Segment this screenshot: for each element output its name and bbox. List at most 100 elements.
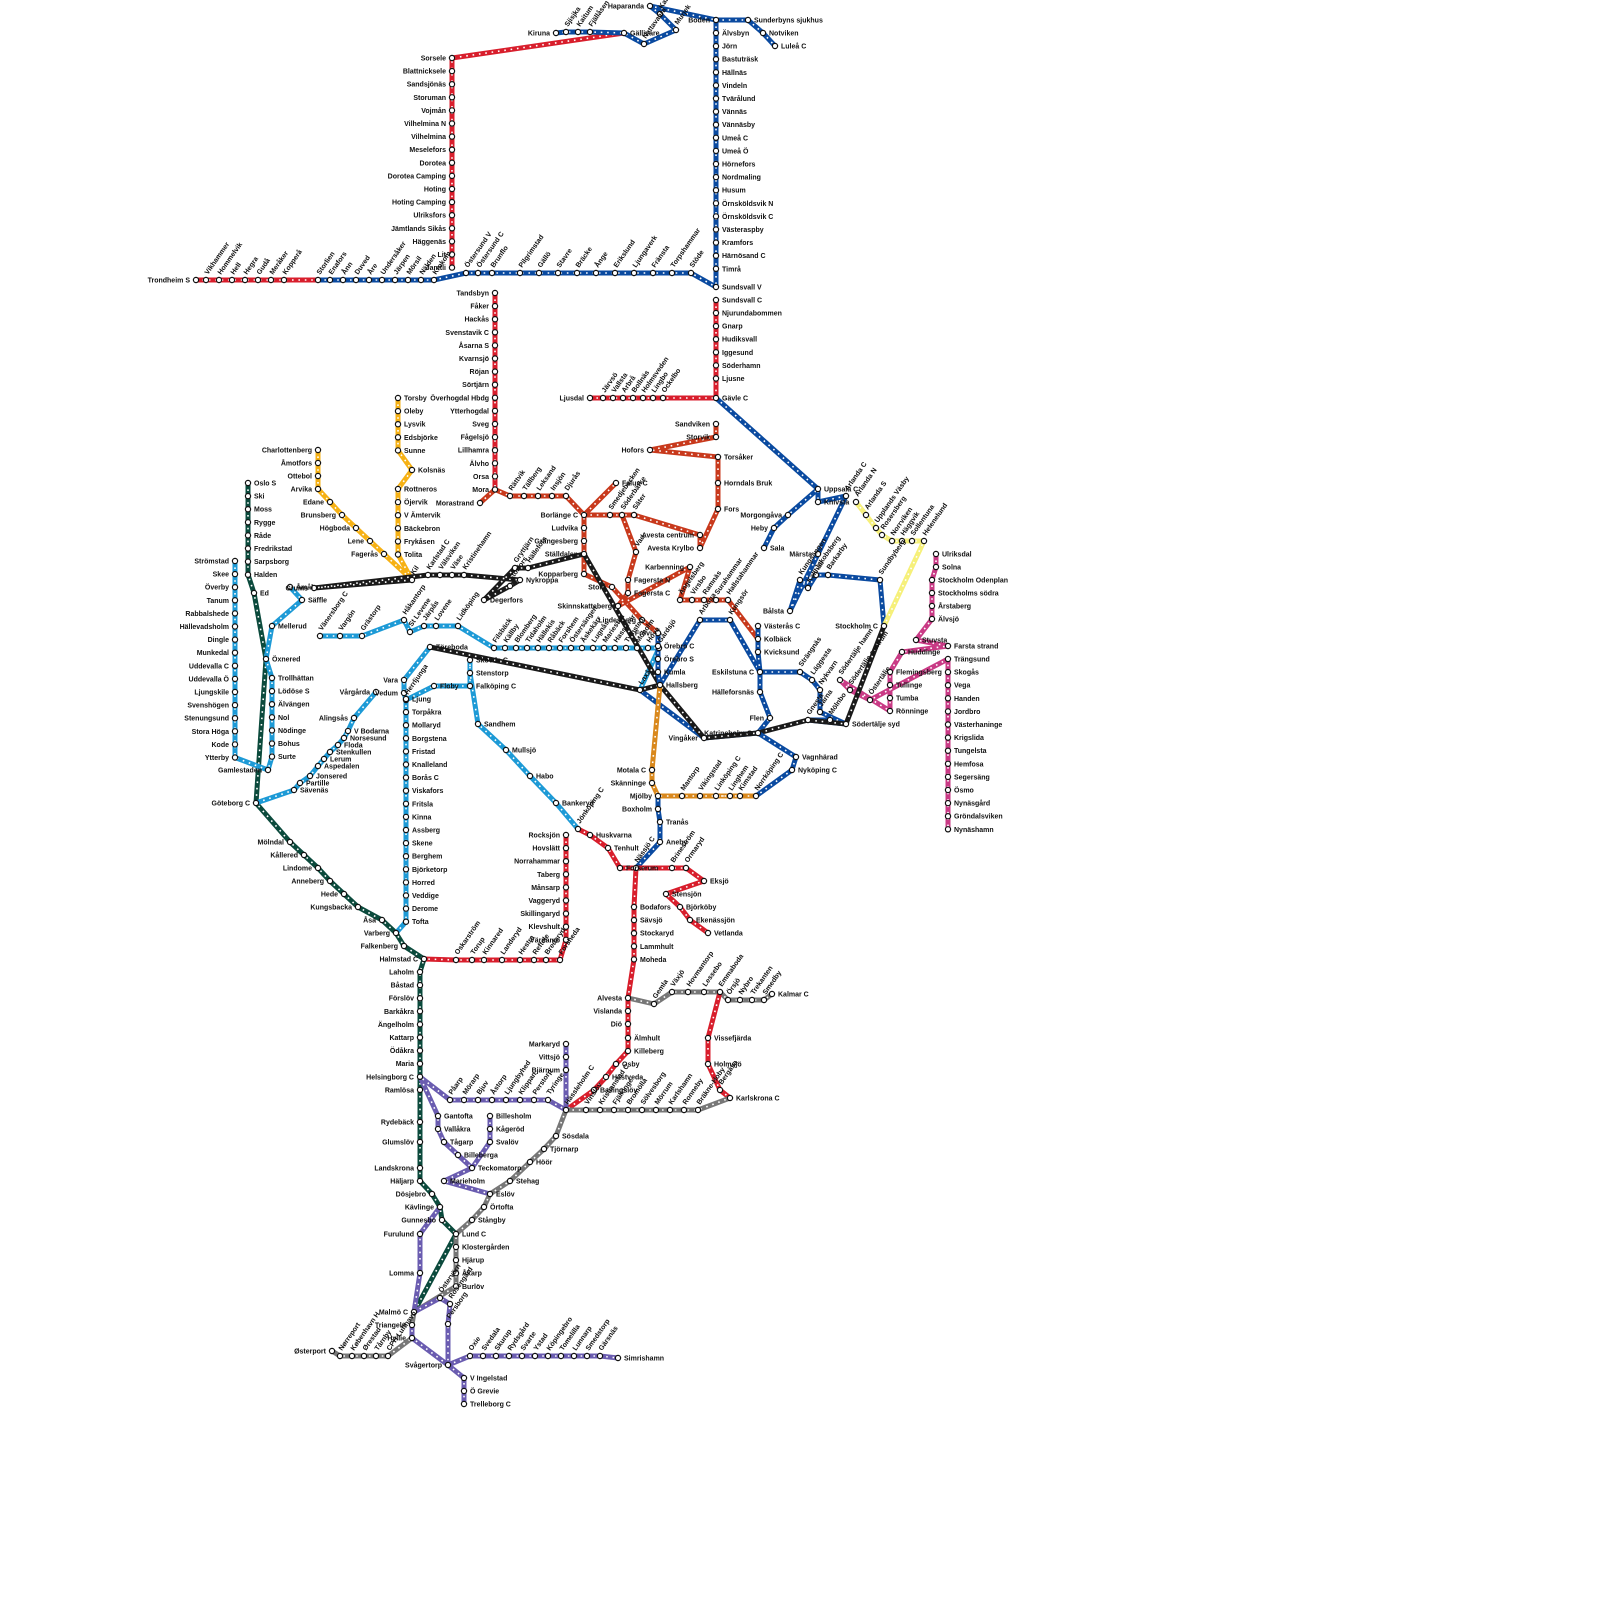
station-torsby[interactable] xyxy=(394,394,402,402)
station-lodose-s[interactable] xyxy=(268,687,276,695)
station-floby[interactable] xyxy=(430,682,438,690)
station-edane[interactable] xyxy=(326,498,334,506)
station-stensjon[interactable] xyxy=(662,890,670,898)
station-skinnskatteberg[interactable] xyxy=(614,602,622,610)
station-frykasen[interactable] xyxy=(394,538,402,545)
station-halden[interactable] xyxy=(244,571,252,578)
station-skillingaryd[interactable] xyxy=(562,910,570,917)
station-eksjo[interactable] xyxy=(700,877,708,885)
station-jarpas[interactable] xyxy=(420,622,428,630)
station-ytterhogdal[interactable] xyxy=(491,407,499,415)
station-kallby[interactable] xyxy=(501,644,509,652)
station-persborg[interactable] xyxy=(444,1320,452,1328)
station-ostersund-c[interactable] xyxy=(474,269,482,277)
station-solvesborg[interactable] xyxy=(638,1106,646,1114)
station-fjalkinge[interactable] xyxy=(610,1106,618,1114)
station-vannas[interactable] xyxy=(712,108,720,115)
station-blattnicksele[interactable] xyxy=(448,67,456,75)
station-flemingsberg[interactable] xyxy=(886,668,894,676)
station-reftele[interactable] xyxy=(530,956,538,964)
station-rosengard[interactable] xyxy=(446,1300,454,1308)
station-gnesta[interactable] xyxy=(804,716,812,724)
station-ottebol[interactable] xyxy=(314,472,322,480)
station-hakantorp[interactable] xyxy=(400,616,408,624)
station-vega[interactable] xyxy=(944,682,952,689)
station-sundsvall-v[interactable] xyxy=(712,283,720,291)
station-ormaryd[interactable] xyxy=(682,864,690,872)
station-guda[interactable] xyxy=(254,276,262,284)
station-hoor[interactable] xyxy=(526,1158,534,1166)
station-kimstad[interactable] xyxy=(736,792,744,800)
station-vargon[interactable] xyxy=(336,632,344,640)
station-fors[interactable] xyxy=(714,505,722,513)
station-bjuv[interactable] xyxy=(474,1096,482,1104)
station-bjorkoby[interactable] xyxy=(676,903,684,911)
station-brinestrom[interactable] xyxy=(668,864,676,872)
station-lindome[interactable] xyxy=(314,864,322,872)
station-molnbo[interactable] xyxy=(826,716,834,724)
station-sodertalje-centrum[interactable] xyxy=(846,686,854,694)
station-kolback[interactable] xyxy=(754,635,762,643)
station-forsheda[interactable] xyxy=(556,956,564,964)
station-skene[interactable] xyxy=(402,839,410,847)
station-undersaker[interactable] xyxy=(378,276,386,284)
station-ballingslov[interactable] xyxy=(590,1086,598,1094)
station-rojan[interactable] xyxy=(491,368,499,375)
station-vannasby[interactable] xyxy=(712,121,720,128)
station-ski[interactable] xyxy=(244,492,252,500)
station-kopingebro[interactable] xyxy=(544,1352,552,1360)
station-umea-o[interactable] xyxy=(712,147,720,155)
station-borgstena[interactable] xyxy=(402,735,410,742)
station-vislanda[interactable] xyxy=(624,1007,632,1015)
station-vilhelmina-n[interactable] xyxy=(448,120,456,127)
station-vad[interactable] xyxy=(632,548,640,556)
station-stockaryd[interactable] xyxy=(630,930,638,937)
station-tungelsta[interactable] xyxy=(944,747,952,754)
station-morgongava[interactable] xyxy=(784,511,792,519)
station-ramlosa[interactable] xyxy=(416,1086,424,1094)
station-hoting-camping[interactable] xyxy=(448,198,456,206)
station-oxnered[interactable] xyxy=(262,655,270,663)
station-ljungbyhed[interactable] xyxy=(502,1096,510,1104)
station-boden[interactable] xyxy=(712,16,720,24)
station-falkenberg[interactable] xyxy=(400,942,408,950)
station-vaggeryd[interactable] xyxy=(562,897,570,904)
station-varnamo[interactable] xyxy=(562,936,570,944)
station-hegra[interactable] xyxy=(241,276,249,284)
station-ludvika[interactable] xyxy=(580,524,588,532)
station-markaryd[interactable] xyxy=(562,1040,570,1048)
station-jakobsberg[interactable] xyxy=(812,571,820,579)
station-stehag[interactable] xyxy=(506,1177,514,1185)
station-aneby[interactable] xyxy=(656,838,664,846)
station-tofta[interactable] xyxy=(402,918,410,925)
station-rocksjon[interactable] xyxy=(562,831,570,839)
station-arbra[interactable] xyxy=(619,394,627,402)
station-tyringe[interactable] xyxy=(544,1096,552,1104)
station-haggvik[interactable] xyxy=(898,537,906,545)
station-ljusne[interactable] xyxy=(712,375,720,382)
station-kolsnas[interactable] xyxy=(408,466,416,474)
station-orebro-c[interactable] xyxy=(654,642,662,650)
station-jarna[interactable] xyxy=(816,708,824,716)
station-harnosand-c[interactable] xyxy=(712,252,720,259)
station-upplands-vasby[interactable] xyxy=(872,524,880,532)
station-burlov[interactable] xyxy=(452,1283,460,1290)
station-farsta-strand[interactable] xyxy=(944,642,952,650)
station-nykoping-c[interactable] xyxy=(788,766,796,774)
station-kalix[interactable] xyxy=(656,10,664,18)
station-forslov[interactable] xyxy=(416,995,424,1002)
station-knalleland[interactable] xyxy=(402,761,410,768)
station-hastveda[interactable] xyxy=(602,1073,610,1081)
station-hemfosa[interactable] xyxy=(944,760,952,768)
station-umea-c[interactable] xyxy=(712,134,720,141)
station-kallered[interactable] xyxy=(300,851,308,859)
station-vasteraspby[interactable] xyxy=(712,226,720,233)
station-osby[interactable] xyxy=(612,1060,620,1068)
station-ulriksfors[interactable] xyxy=(448,211,456,219)
station-tagarp[interactable] xyxy=(440,1138,448,1146)
station-arstaberg[interactable] xyxy=(928,602,936,610)
station-grastorp[interactable] xyxy=(358,632,366,640)
station-smedstorp[interactable] xyxy=(583,1352,591,1360)
station-vikingstad[interactable] xyxy=(696,792,704,800)
station-goteborg-c[interactable] xyxy=(252,799,260,807)
